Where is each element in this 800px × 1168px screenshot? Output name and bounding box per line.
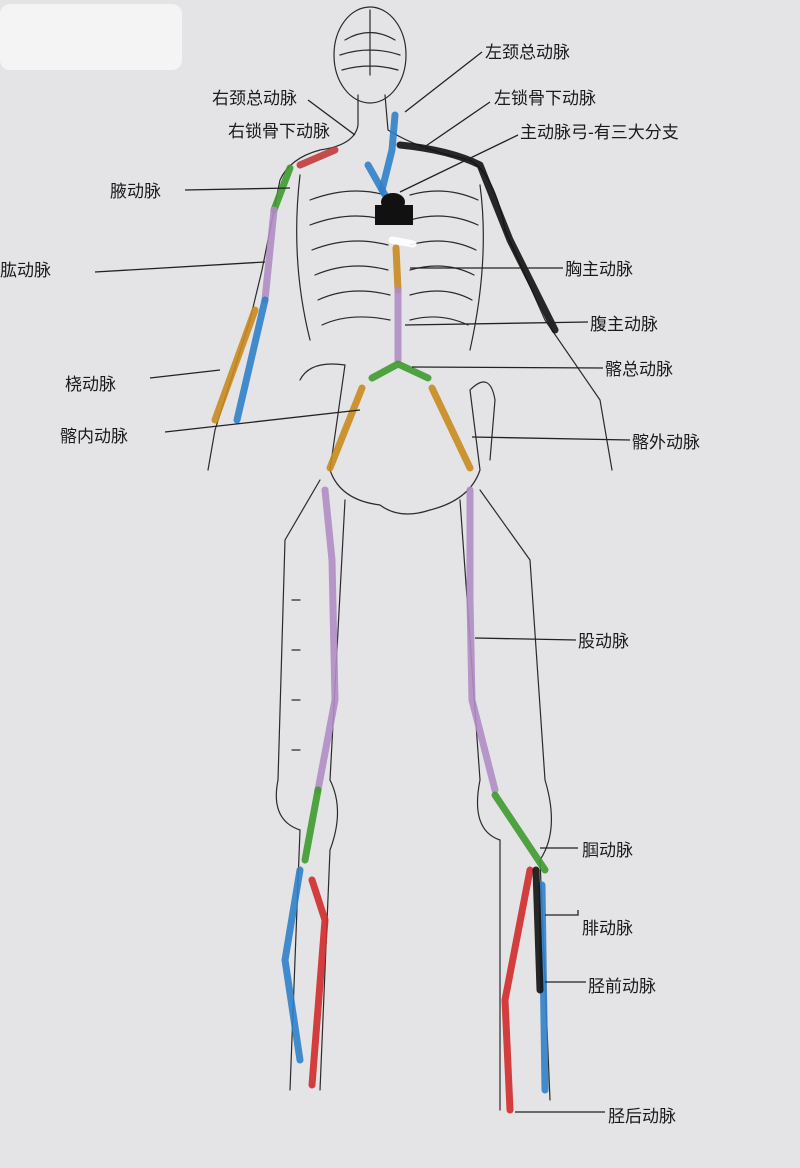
radial-vessel [211,306,259,424]
ulnar-vessel [233,296,269,424]
label-left-common-carotid: 左颈总动脉 [485,43,570,63]
right-black-vessel [532,866,544,994]
left-femoral-vessel [314,486,339,794]
leader-lines [94,51,631,1113]
label-aortic-arch: 主动脉弓-有三大分支 [520,123,679,143]
brachial-vessel [261,206,278,304]
subclavian-vessel [296,146,339,169]
right-femoral-vessel [466,486,499,794]
label-axillary: 腋动脉 [110,182,161,202]
left-blue-vessel [281,866,304,1064]
label-right-subclavian: 右锁骨下动脉 [228,122,330,142]
left-subclavian-vessel [396,141,559,334]
label-femoral: 股动脉 [578,632,629,652]
common-iliac-vessel [368,360,432,382]
left-external-iliac-vessel [326,384,366,472]
right-carotid-vessel [364,161,389,199]
ascending-aorta-vessel [388,236,417,248]
blurred-region [0,4,182,70]
axillary-vessel [270,164,294,214]
left-popliteal-vessel [301,786,322,864]
label-anterior-tibial: 胫前动脉 [588,977,656,997]
left-carotid-vessel [378,111,399,194]
vessels [211,111,559,1114]
label-common-iliac: 髂总动脉 [605,360,673,380]
body-outline [207,6,613,1111]
label-thoracic-aorta: 胸主动脉 [565,260,633,280]
left-red-vessel [308,876,329,1089]
label-right-common-carotid: 右颈总动脉 [212,89,297,109]
label-left-subclavian: 左锁骨下动脉 [494,89,596,109]
right-popliteal-vessel [491,791,549,874]
label-radial: 桡动脉 [65,375,116,395]
label-internal-iliac: 髂内动脉 [60,427,128,447]
right-external-iliac-vessel [428,384,474,472]
label-abdominal-aorta: 腹主动脉 [590,315,658,335]
label-brachial: 肱动脉 [0,261,51,281]
aortic-arch-mark [375,205,413,225]
right-blue-vessel [538,881,549,1094]
label-posterior-tibial: 胫后动脉 [608,1107,676,1127]
heart-mark [381,193,405,211]
thoracic-aorta-vessel [392,244,402,294]
label-popliteal: 腘动脉 [582,841,633,861]
label-peroneal: 腓动脉 [582,919,633,939]
right-red-vessel [501,866,534,1114]
label-external-iliac: 髂外动脉 [632,433,700,453]
